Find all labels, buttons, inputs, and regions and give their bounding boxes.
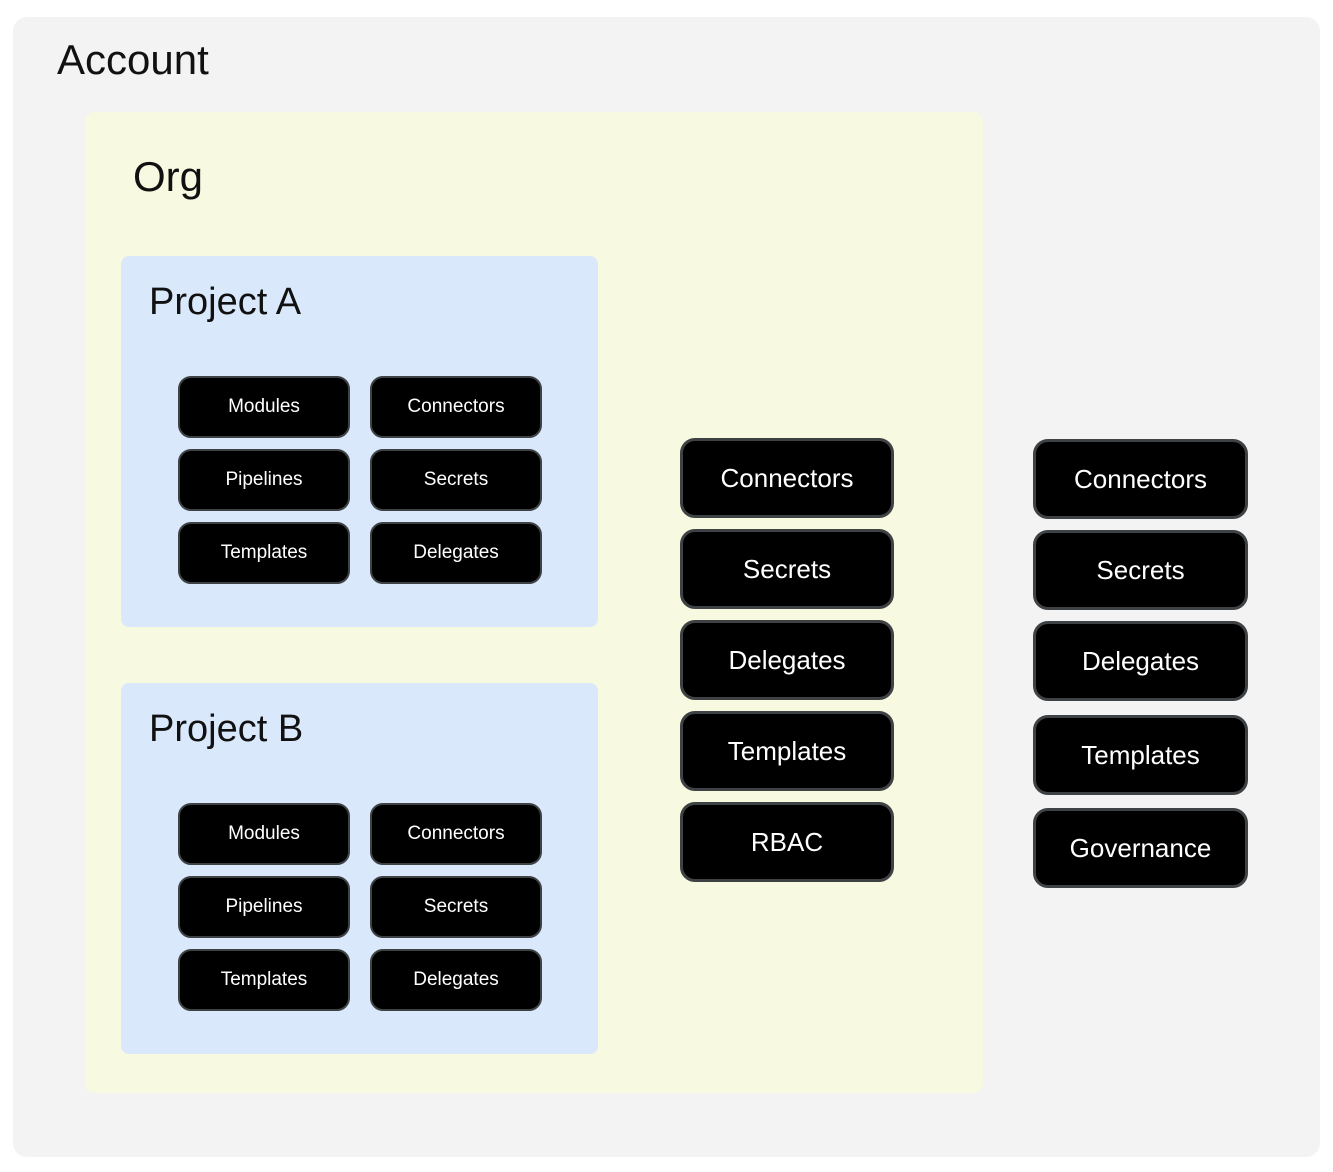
- pill-rbac: RBAC: [680, 802, 894, 882]
- project-b-container: Project B Modules Connectors Pipelines S…: [121, 683, 598, 1054]
- pill-secrets: Secrets: [370, 876, 542, 938]
- pill-delegates: Delegates: [370, 522, 542, 584]
- pill-pipelines: Pipelines: [178, 449, 350, 511]
- org-container: Org Project A Modules Connectors Pipelin…: [85, 112, 983, 1093]
- pill-modules: Modules: [178, 376, 350, 438]
- pill-delegates: Delegates: [680, 620, 894, 700]
- pill-connectors: Connectors: [370, 376, 542, 438]
- pill-templates: Templates: [680, 711, 894, 791]
- pill-modules: Modules: [178, 803, 350, 865]
- pill-delegates: Delegates: [370, 949, 542, 1011]
- project-a-container: Project A Modules Connectors Pipelines S…: [121, 256, 598, 627]
- account-title: Account: [57, 36, 209, 83]
- pill-delegates: Delegates: [1033, 621, 1248, 701]
- pill-templates: Templates: [1033, 715, 1248, 795]
- pill-connectors: Connectors: [370, 803, 542, 865]
- project-a-pills: Modules Connectors Pipelines Secrets Tem…: [178, 376, 542, 584]
- pill-connectors: Connectors: [1033, 439, 1248, 519]
- org-pills: Connectors Secrets Delegates Templates R…: [680, 438, 894, 882]
- org-title: Org: [133, 153, 204, 200]
- pill-connectors: Connectors: [680, 438, 894, 518]
- project-b-title: Project B: [149, 708, 304, 750]
- project-a-title: Project A: [149, 281, 302, 323]
- pill-pipelines: Pipelines: [178, 876, 350, 938]
- account-pills: Connectors Secrets Delegates Templates G…: [1033, 439, 1248, 888]
- pill-secrets: Secrets: [370, 449, 542, 511]
- pill-governance: Governance: [1033, 808, 1248, 888]
- project-b-pills: Modules Connectors Pipelines Secrets Tem…: [178, 803, 542, 1011]
- pill-templates: Templates: [178, 949, 350, 1011]
- pill-templates: Templates: [178, 522, 350, 584]
- account-container: Account Org Project A Modules Connectors…: [13, 17, 1320, 1157]
- pill-secrets: Secrets: [680, 529, 894, 609]
- pill-secrets: Secrets: [1033, 530, 1248, 610]
